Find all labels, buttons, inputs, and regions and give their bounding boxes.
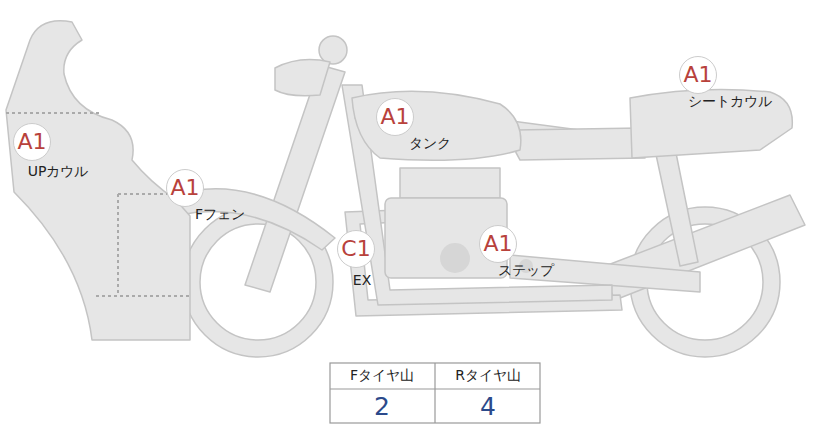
part-name: Fフェン <box>195 206 245 224</box>
part-name: シートカウル <box>688 93 772 111</box>
part-name: EX <box>353 272 371 288</box>
tread-value: 2 <box>374 392 390 421</box>
panel-lines <box>6 113 190 296</box>
table-header: Rタイヤ山 <box>455 367 521 385</box>
grade-number: A1 <box>679 56 717 94</box>
part-name: UPカウル <box>28 163 89 181</box>
grade-number: A1 <box>166 169 204 207</box>
grade-number: A1 <box>13 123 51 161</box>
grade-number: A1 <box>376 98 414 136</box>
part-name: タンク <box>409 135 451 153</box>
tread-value: 4 <box>480 392 496 421</box>
table-header: Fタイヤ山 <box>350 367 414 385</box>
grade-number: C1 <box>337 230 375 268</box>
tread-table <box>330 363 540 423</box>
part-name: ステップ <box>498 262 554 280</box>
grade-number: A1 <box>479 225 517 263</box>
